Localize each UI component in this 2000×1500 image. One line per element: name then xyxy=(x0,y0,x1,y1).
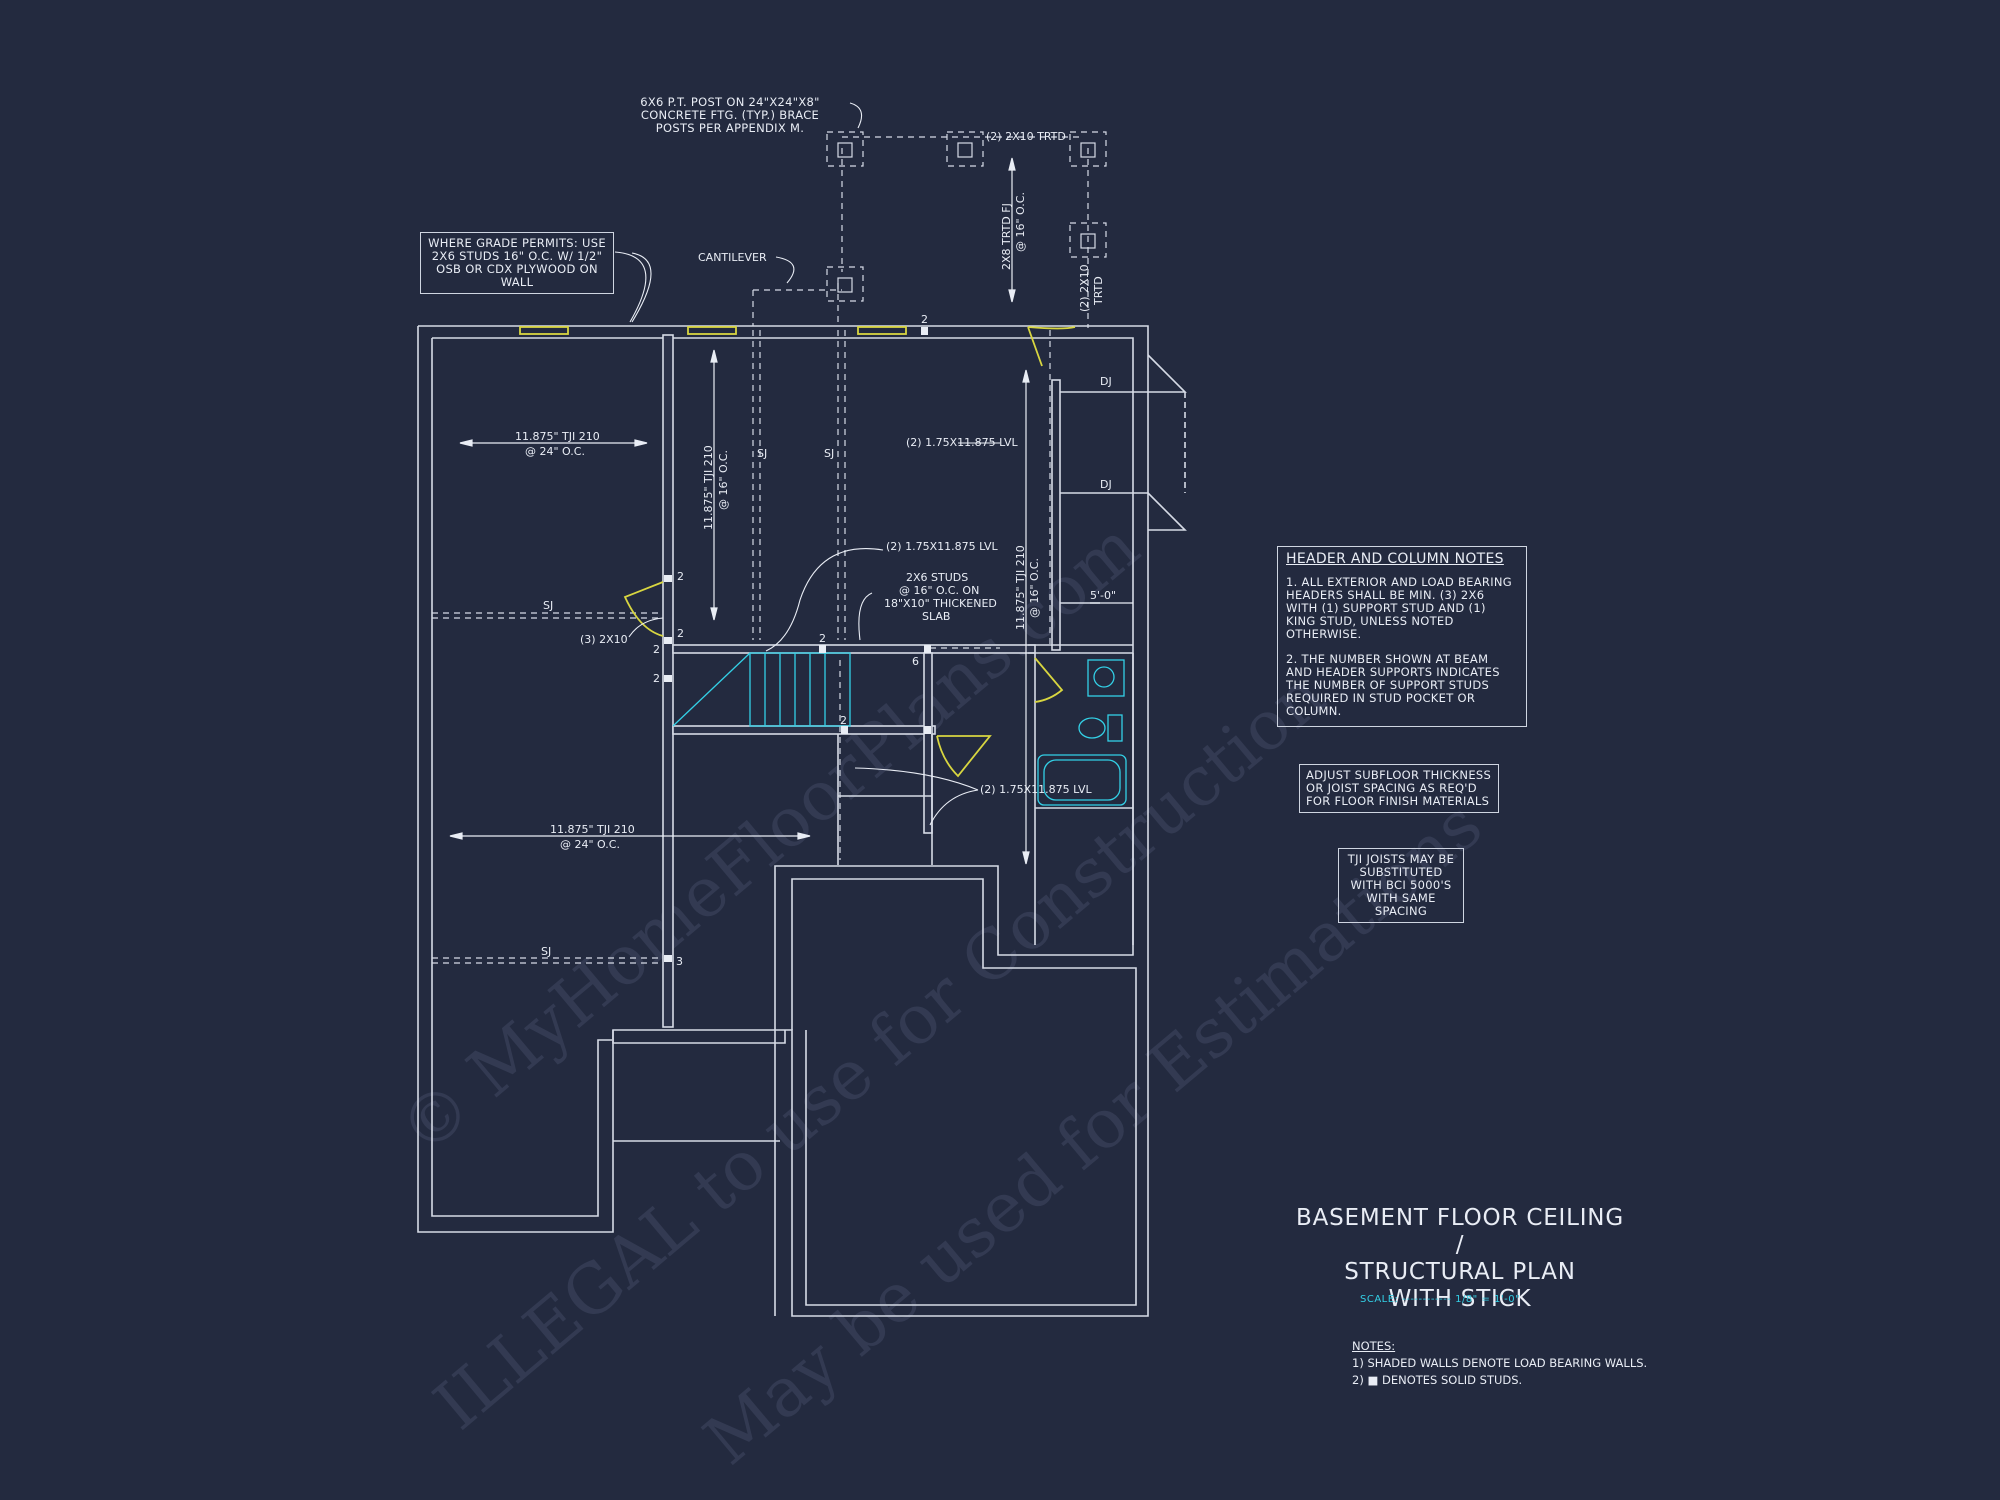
header-notes-item-1: 1. ALL EXTERIOR AND LOAD BEARING HEADERS… xyxy=(1286,575,1512,641)
exterior-wall-inner-left xyxy=(431,338,612,1217)
bathtub xyxy=(1037,754,1127,806)
lower-ledge xyxy=(612,1030,786,1044)
plan-title-line-3: WITH STICK xyxy=(1388,1286,1532,1312)
notes-heading: NOTES: xyxy=(1352,1339,1396,1353)
trtd-vertical-label: (2) 2x10 xyxy=(1078,264,1091,312)
header-column-notes: HEADER AND COLUMN NOTES 1. ALL EXTERIOR … xyxy=(1277,546,1527,727)
exterior-wall-inner xyxy=(432,337,1134,1316)
tji-right-oc: @ 16" O.C. xyxy=(1028,558,1041,618)
studs-note-line-3: 18"x10" THICKENED xyxy=(884,597,997,610)
trtd-vertical-label-2: TRTD xyxy=(1092,276,1105,306)
plan-title-line-2: STRUCTURAL PLAN xyxy=(1344,1259,1576,1285)
plan-scale: SCALE: ------------ 1/8" = 1'-0" xyxy=(1360,1294,1521,1305)
plan-title: BASEMENT FLOOR CEILING / STRUCTURAL PLAN… xyxy=(1295,1205,1625,1313)
header-notes-title: HEADER AND COLUMN NOTES xyxy=(1286,551,1504,567)
studs-note-line-2: @ 16" O.C. ON xyxy=(899,584,979,597)
door-swing-center xyxy=(936,735,992,778)
window-2 xyxy=(687,326,737,335)
subfloor-note: ADJUST SUBFLOOR THICKNESS OR JOIST SPACI… xyxy=(1299,764,1499,813)
door-swing-left xyxy=(623,581,664,637)
sj-label-4: SJ xyxy=(541,945,551,958)
tji-center-label: 11.875" TJI 210 xyxy=(702,445,715,530)
stair-wall-top xyxy=(672,644,1036,654)
post-footing-note: 6x6 P.T. POST ON 24"x24"x8" CONCRETE FTG… xyxy=(640,95,820,135)
lvl-mid-label: (2) 1.75x11.875 LVL xyxy=(886,540,999,553)
post-footing-1 xyxy=(826,131,864,167)
tji-substitution-note: TJI JOISTS MAY BE SUBSTITUTED WITH BCI 5… xyxy=(1338,848,1464,923)
notes-item-1: 1) SHADED WALLS DENOTE LOAD BEARING WALL… xyxy=(1352,1356,1648,1370)
studs-note-line-4: SLAB xyxy=(922,610,950,623)
door-swing-bath xyxy=(1034,657,1064,703)
notes-item-2: 2) ■ DENOTES SOLID STUDS. xyxy=(1352,1373,1523,1387)
stud-count-5: 2 xyxy=(819,632,826,645)
stud-count-3: 2 xyxy=(653,643,660,656)
stud-count-7: 2 xyxy=(921,313,928,326)
stud-count-8: 3 xyxy=(676,955,683,968)
stud-count-9: 6 xyxy=(912,655,919,668)
stud-count-1: 2 xyxy=(677,570,684,583)
sink xyxy=(1087,659,1125,697)
post-footing-4 xyxy=(1069,222,1107,258)
cantilever-label: CANTILEVER xyxy=(698,251,767,264)
post-footing-2 xyxy=(946,131,984,167)
toilet xyxy=(1078,717,1106,739)
tji-bottom-left-label: 11.875" TJI 210 xyxy=(550,823,635,836)
dj-label-2: DJ xyxy=(1100,478,1112,491)
lvl-lower-label: (2) 1.75x11.875 LVL xyxy=(980,783,1093,796)
general-notes: NOTES: 1) SHADED WALLS DENOTE LOAD BEARI… xyxy=(1352,1338,1647,1389)
tji-top-left-label: 11.875" TJI 210 xyxy=(515,430,600,443)
header-notes-item-2: 2. THE NUMBER SHOWN AT BEAM AND HEADER S… xyxy=(1286,652,1500,718)
bay-bump-bottom xyxy=(1147,492,1187,531)
studs-note-line-1: 2x6 STUDS xyxy=(906,571,968,584)
dj-label-1: DJ xyxy=(1100,375,1112,388)
dim-5-0-label: 5'-0" xyxy=(1090,589,1116,602)
post-footing-5 xyxy=(826,266,864,302)
stud-count-6: 2 xyxy=(840,714,847,727)
plan-title-line-1: BASEMENT FLOOR CEILING / xyxy=(1296,1205,1624,1258)
stud-count-4: 2 xyxy=(653,672,660,685)
sj-label-2: SJ xyxy=(824,447,834,460)
sj-label-3: SJ xyxy=(543,599,553,612)
tji-top-left-oc: @ 24" O.C. xyxy=(525,445,585,458)
stair-run xyxy=(749,652,851,727)
tji-center-oc: @ 16" O.C. xyxy=(717,450,730,510)
post-footing-3 xyxy=(1069,131,1107,167)
lower-room-inner xyxy=(791,878,1137,1306)
lvl-upper-label: (2) 1.75x11.875 LVL xyxy=(906,436,1019,449)
door-swing-top-right xyxy=(1027,326,1076,367)
tji-bottom-left-oc: @ 24" O.C. xyxy=(560,838,620,851)
window-1 xyxy=(519,326,569,335)
right-bearing-wall xyxy=(1051,379,1061,651)
header-3-2x10-label: (3) 2x10 xyxy=(580,633,628,646)
trtd-2x10-label: (2) 2x10 TRTD xyxy=(986,130,1066,143)
sj-label-1: SJ xyxy=(757,447,767,460)
trtd-fj-label: 2x8 TRTD FJ xyxy=(1000,203,1013,270)
grade-permits-note: WHERE GRADE PERMITS: USE 2x6 STUDS 16" O… xyxy=(420,232,614,294)
window-3 xyxy=(857,326,907,335)
stud-count-2: 2 xyxy=(677,627,684,640)
tji-right-label: 11.875" TJI 210 xyxy=(1014,545,1027,630)
trtd-fj-oc: @ 16" O.C. xyxy=(1014,192,1027,252)
